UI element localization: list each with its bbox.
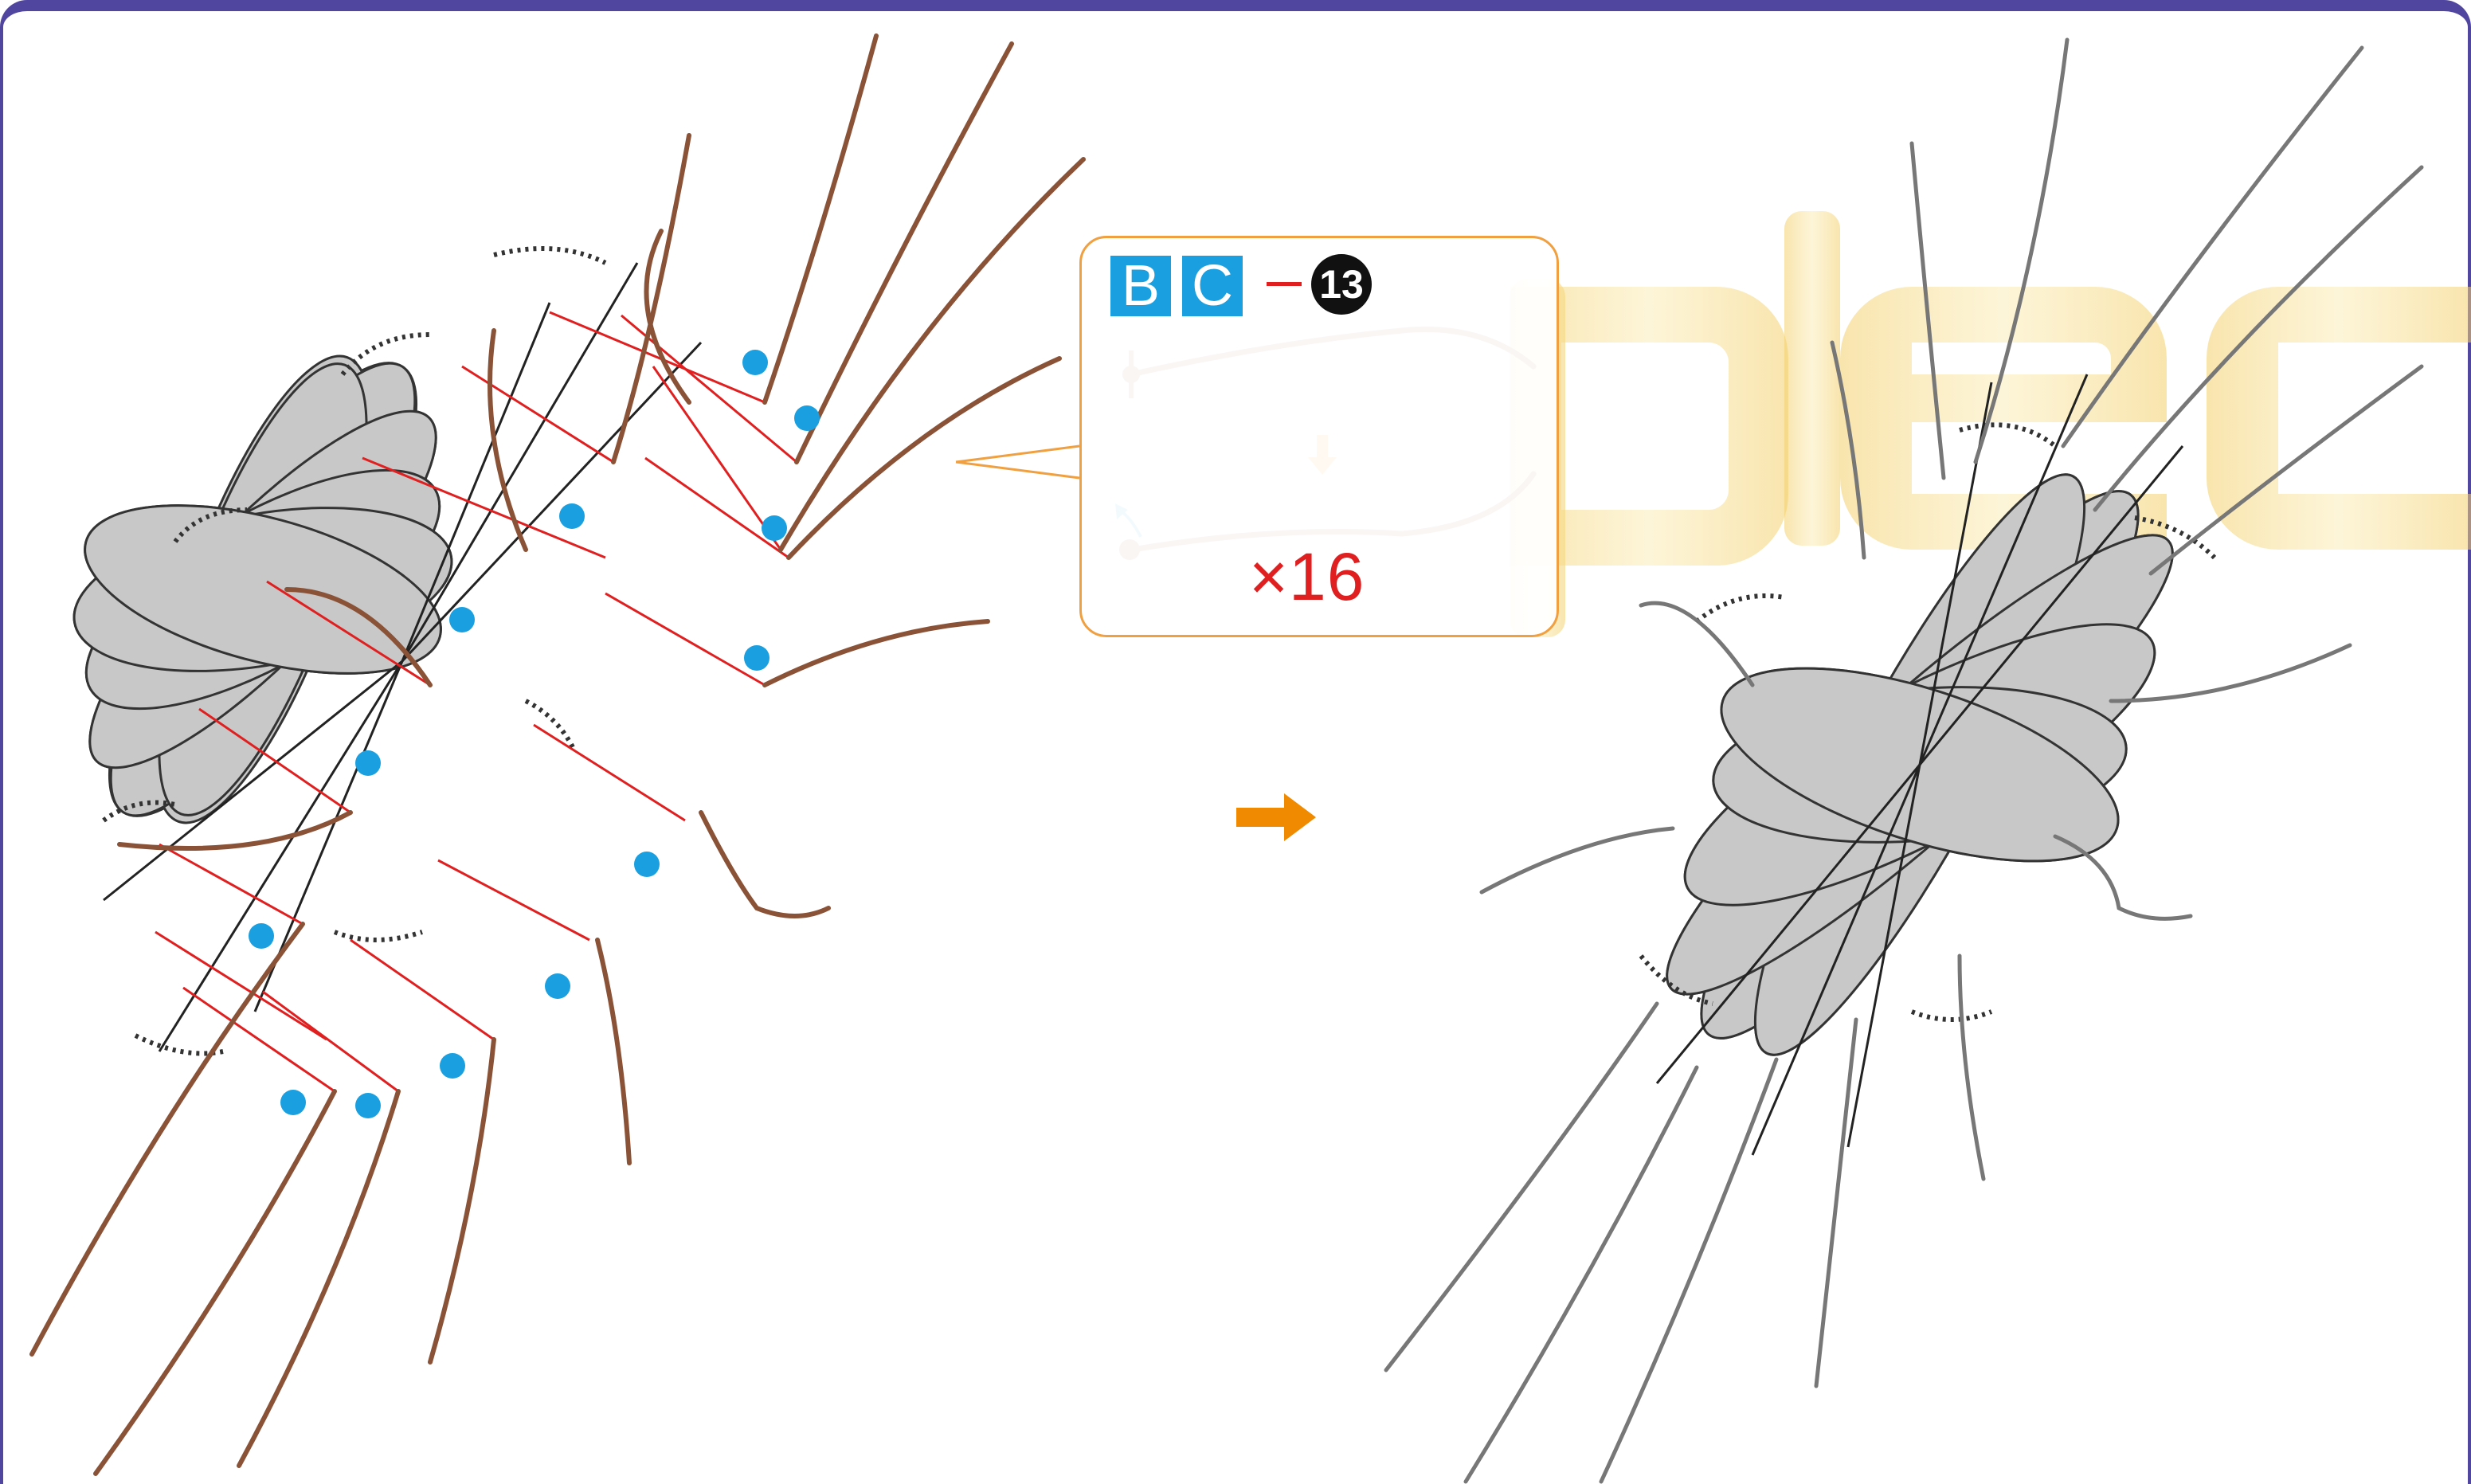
exploded-flower (72, 246, 703, 1056)
part-callout: B C 13 ×16 (1079, 236, 1559, 637)
part-dash (1267, 282, 1302, 286)
part-badge-b: B (1110, 256, 1171, 316)
part-badge-c: C (1182, 256, 1243, 316)
part-number-badge: 13 (1311, 254, 1372, 315)
quantity-label: ×16 (1249, 539, 1365, 614)
petals-left (72, 354, 453, 824)
glue-dots (249, 350, 820, 1118)
assembled-flower (1384, 37, 2424, 1484)
stems-left (29, 33, 1086, 1476)
callout-connector (955, 444, 1080, 480)
arrow-right-icon (1236, 793, 1316, 841)
guide-arrows (155, 311, 797, 1093)
